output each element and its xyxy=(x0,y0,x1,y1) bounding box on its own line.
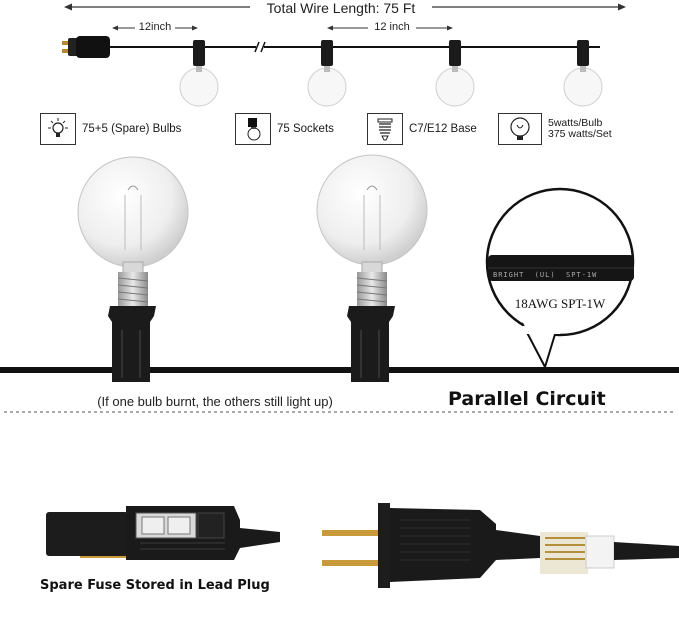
mini-bulb-1 xyxy=(179,40,219,107)
bulb-left xyxy=(77,156,189,306)
spacing-label-left: 12inch xyxy=(138,21,172,33)
feature-base: C7/E12 Base xyxy=(367,112,477,146)
feature-base-label: C7/E12 Base xyxy=(409,123,477,135)
spacing-label-right: 12 inch xyxy=(374,21,410,33)
socket-right xyxy=(347,306,395,382)
circuit-note: (If one bulb burnt, the others still lig… xyxy=(97,394,333,409)
feature-watts: 5watts/Bulb 375 watts/Set xyxy=(498,112,612,146)
wire-callout xyxy=(485,187,635,370)
main-wire xyxy=(0,367,679,373)
mini-bulb-2 xyxy=(307,40,347,107)
power-plug xyxy=(322,503,679,588)
total-length-label: Total Wire Length: 75 Ft xyxy=(266,0,416,16)
feature-bulbs: 75+5 (Spare) Bulbs xyxy=(40,112,181,146)
mini-plug-icon xyxy=(62,36,110,58)
feature-bulbs-label: 75+5 (Spare) Bulbs xyxy=(82,123,182,135)
wire-imprint: BRIGHT (UL) SPT-1W xyxy=(493,271,598,279)
wire-length-diagram xyxy=(62,3,626,107)
feature-sockets-label: 75 Sockets xyxy=(277,123,334,135)
mini-bulb-3 xyxy=(435,40,475,107)
bulb-right xyxy=(316,154,428,306)
lightbulb-icon xyxy=(40,113,76,145)
socket-icon xyxy=(235,113,271,145)
bulb-illustration xyxy=(0,154,679,413)
plug-caption: Spare Fuse Stored in Lead Plug xyxy=(40,578,270,593)
fuse-plug xyxy=(46,506,280,560)
mini-bulb-4 xyxy=(563,40,603,107)
wire-gauge-label: 18AWG SPT-1W xyxy=(514,296,606,311)
screw-base-icon xyxy=(367,113,403,145)
feature-watts-line1: 5watts/Bulb xyxy=(548,117,603,129)
feature-sockets: 75 Sockets xyxy=(235,112,334,146)
feature-watts-line2: 375 watts/Set xyxy=(548,128,612,140)
circuit-title: Parallel Circuit xyxy=(448,388,606,410)
bulb-outline-icon xyxy=(498,113,542,145)
socket-left xyxy=(108,306,156,382)
